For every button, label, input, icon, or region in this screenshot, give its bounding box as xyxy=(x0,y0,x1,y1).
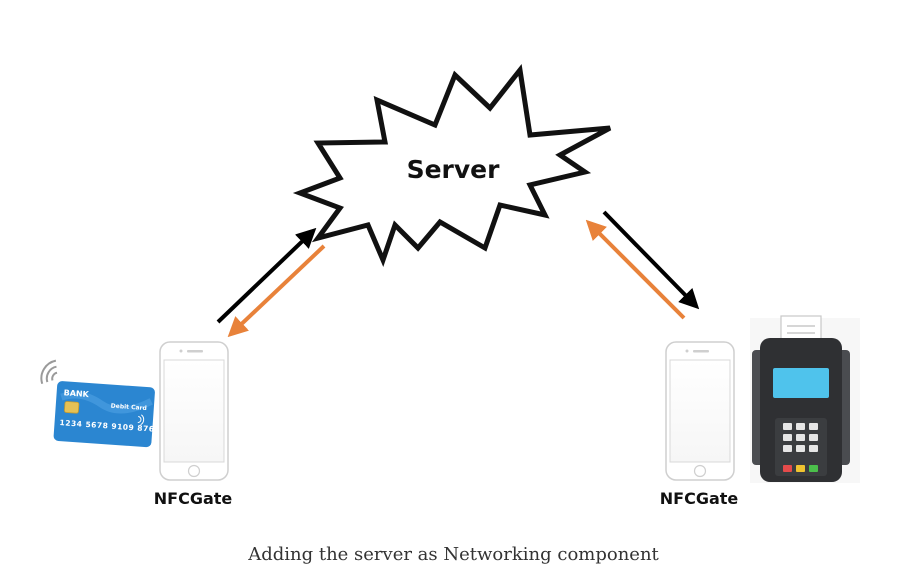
contactless-icon xyxy=(137,414,145,426)
phone-speaker xyxy=(693,350,709,353)
left-smartphone: NFCGate xyxy=(154,341,233,508)
card-bank-name: BANK xyxy=(63,388,90,399)
terminal-screen xyxy=(773,368,829,398)
figure-caption: Adding the server as Networking componen… xyxy=(248,544,659,565)
terminal-key-green xyxy=(809,465,818,472)
phone-home-button xyxy=(187,464,201,478)
card-type: Debit Card xyxy=(111,403,147,412)
server-to-right-arrow xyxy=(602,210,700,310)
phone-screen xyxy=(669,359,731,463)
chip-icon xyxy=(64,401,80,414)
right-device-label: NFCGate xyxy=(660,489,739,508)
left-device-label: NFCGate xyxy=(154,489,233,508)
server-cloud-shape xyxy=(292,63,612,267)
right-smartphone: NFCGate xyxy=(660,341,739,508)
left-to-server-arrow xyxy=(216,227,317,324)
terminal-keys xyxy=(783,423,818,452)
server-node: Server xyxy=(292,63,612,267)
phone-speaker xyxy=(187,350,203,353)
right-to-server-arrow xyxy=(585,219,686,320)
connection-arrows xyxy=(216,210,700,338)
terminal-key-red xyxy=(783,465,792,472)
server-label: Server xyxy=(407,155,501,184)
terminal-key-yellow xyxy=(796,465,805,472)
bank-card: BANK Debit Card 1234 5678 9109 8765 xyxy=(40,359,160,448)
phone-camera xyxy=(685,349,689,353)
payment-terminal-icon xyxy=(750,315,860,483)
phone-home-button xyxy=(693,464,707,478)
phone-camera xyxy=(179,349,183,353)
server-to-left-arrow xyxy=(227,244,326,338)
nfc-waves-icon xyxy=(40,359,58,385)
phone-screen xyxy=(163,359,225,463)
